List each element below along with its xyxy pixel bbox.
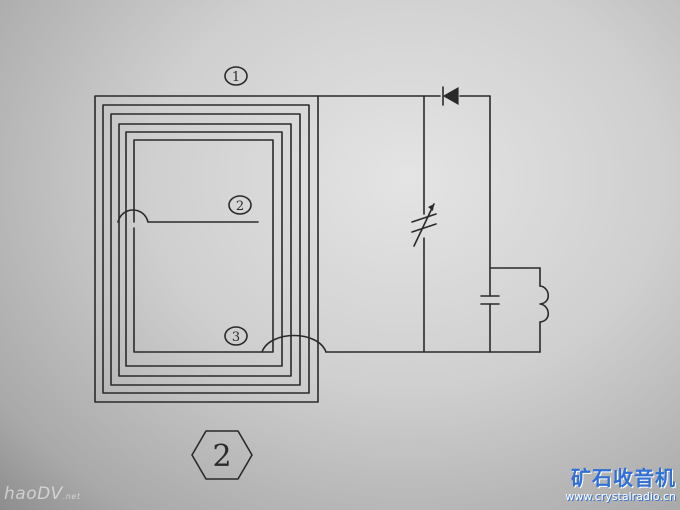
figure-number-badge: 2 [191, 430, 253, 480]
coil-turn-4 [118, 123, 292, 377]
label-coil-bottom: 3 [224, 326, 248, 346]
coil-turn-outer [94, 95, 319, 403]
watermark-title: 矿石收音机 [571, 466, 676, 490]
coil-turn-5 [125, 131, 283, 367]
coil-turn-inner [133, 139, 274, 353]
tap-2-lead [117, 209, 259, 223]
variable-capacitor-symbol [411, 203, 437, 247]
diode-symbol [442, 86, 459, 106]
figure-number-text: 2 [212, 439, 231, 474]
coil-turn-3 [110, 113, 301, 386]
earphone-symbol [539, 285, 550, 323]
watermark-left-suffix: .net [62, 492, 81, 501]
label-coil-mid: 2 [228, 195, 252, 215]
label-coil-bottom-text: 3 [232, 330, 240, 345]
coil-turn-2 [102, 104, 310, 394]
watermark-url: www.crystalradio.cn [565, 490, 676, 503]
circuit-wiring [317, 95, 541, 353]
watermark-right: 矿石收音机 www.crystalradio.cn [565, 468, 676, 502]
label-coil-top-text: 1 [232, 70, 240, 85]
label-coil-top: 1 [224, 66, 248, 86]
loop-antenna-coil [94, 95, 319, 403]
watermark-left: haoDV.net [4, 484, 80, 504]
label-coil-mid-text: 2 [236, 199, 244, 214]
bypass-capacitor-symbol [480, 295, 500, 305]
tap-3-lead [261, 334, 327, 353]
watermark-left-text: haoDV [4, 484, 63, 504]
